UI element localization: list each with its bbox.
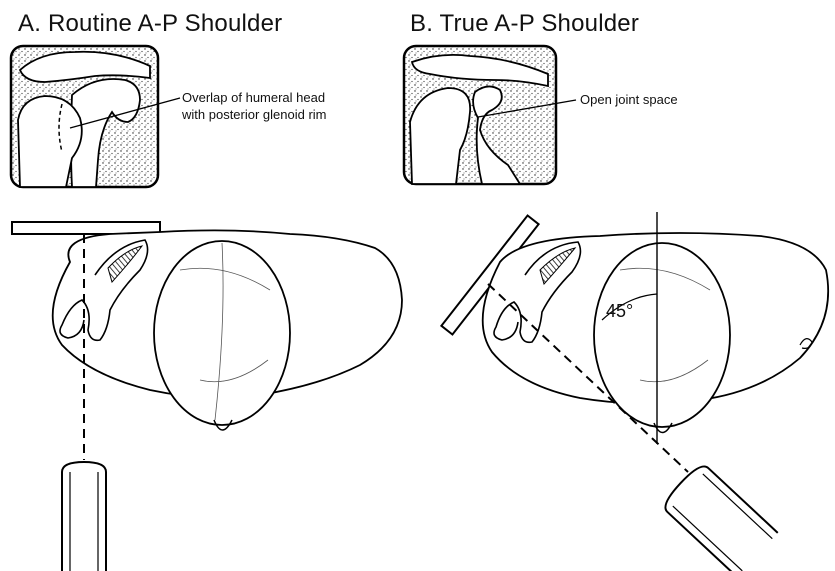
inset-b-xray [404,46,576,184]
callout-overlap-label: Overlap of humeral head with posterior g… [182,89,327,123]
callout-overlap-line1: Overlap of humeral head [182,89,327,106]
cross-section-b [441,212,828,571]
inset-a-xray [11,46,180,187]
xray-tube-a [62,462,106,571]
xray-tube-b [660,461,778,571]
callout-joint-space-text: Open joint space [580,91,678,108]
callout-joint-space-label: Open joint space [580,91,678,108]
callout-overlap-line2: with posterior glenoid rim [182,106,327,123]
angle-label: 45° [606,301,633,322]
cross-section-a [12,222,402,571]
